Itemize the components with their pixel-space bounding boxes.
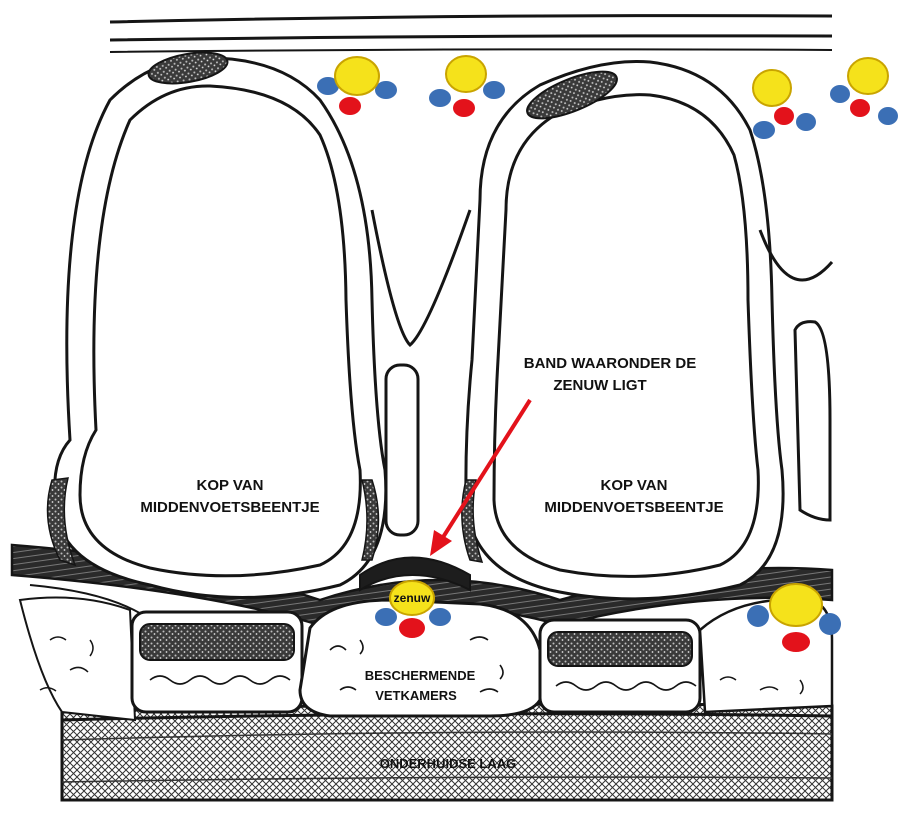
artery xyxy=(774,107,794,125)
nerve xyxy=(334,56,380,96)
label-ligament-band-2: ZENUW LIGT xyxy=(553,377,646,394)
vein xyxy=(375,81,397,99)
deep-transverse-ligament xyxy=(359,556,471,592)
neurovascular-bundle-top-2 xyxy=(429,55,505,117)
vein xyxy=(819,613,841,635)
artery xyxy=(850,99,870,117)
label-ligament-band-1: BAND WAARONDER DE xyxy=(524,355,697,372)
vein xyxy=(429,608,451,626)
label-fat-chambers-1: BESCHERMENDE xyxy=(365,668,476,683)
neurovascular-bundle-right xyxy=(747,583,841,652)
nerve xyxy=(389,580,435,616)
fat-chamber-center xyxy=(298,598,542,718)
intermetatarsal-bursa xyxy=(370,209,472,537)
nerve xyxy=(847,57,889,95)
vein xyxy=(753,121,775,139)
artery xyxy=(453,99,475,117)
nerve xyxy=(769,583,823,627)
label-fat-chambers-2: VETKAMERS xyxy=(375,688,457,703)
metatarsal-head-left xyxy=(46,51,388,599)
neurovascular-bundle-top-3 xyxy=(752,69,816,139)
right-edge-structures xyxy=(758,229,834,522)
label-metatarsal-head-left-1: KOP VAN xyxy=(197,477,264,494)
label-metatarsal-head-right-2: MIDDENVOETSBEENTJE xyxy=(544,499,723,516)
label-metatarsal-head-left-2: MIDDENVOETSBEENTJE xyxy=(140,499,319,516)
subcutaneous-layer xyxy=(60,702,834,802)
label-metatarsal-head-right-1: KOP VAN xyxy=(601,477,668,494)
vein xyxy=(830,85,850,103)
tendon-block-right xyxy=(538,618,702,714)
vein xyxy=(375,608,397,626)
vein xyxy=(747,605,769,627)
vein xyxy=(796,113,816,131)
metatarsal-head-right xyxy=(461,60,785,601)
vein xyxy=(878,107,898,125)
tendon-block-left xyxy=(130,610,304,714)
vein xyxy=(317,77,339,95)
nerve-label: zenuw xyxy=(394,591,431,605)
label-subcutaneous-layer: ONDERHUIDSE LAAG xyxy=(380,756,517,771)
ligament-pointer-arrow xyxy=(430,398,532,556)
neurovascular-bundle-top-4 xyxy=(830,57,898,125)
dorsal-skin-lines xyxy=(109,14,833,53)
fat-tissue-left xyxy=(18,596,137,722)
interdigital-nerve-bundle: zenuw xyxy=(375,580,451,638)
artery xyxy=(399,618,425,638)
neurovascular-bundle-top-1 xyxy=(317,56,397,115)
artery xyxy=(782,632,810,652)
vein xyxy=(429,89,451,107)
nerve xyxy=(445,55,487,93)
nerve xyxy=(752,69,792,107)
artery xyxy=(339,97,361,115)
vein xyxy=(483,81,505,99)
